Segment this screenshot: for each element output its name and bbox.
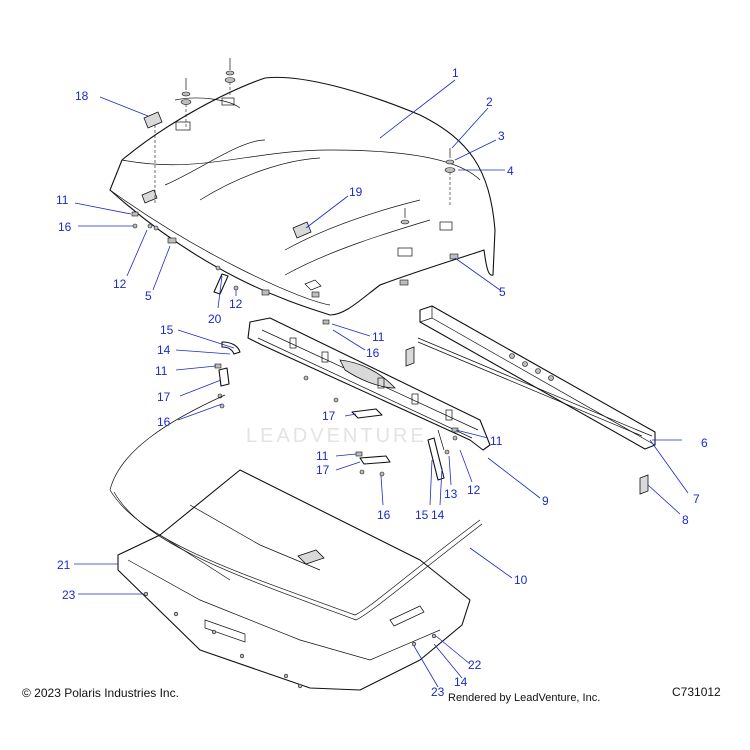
callout-14b: 14 — [431, 508, 445, 522]
callout-19: 19 — [349, 185, 363, 199]
callout-3: 3 — [498, 129, 505, 143]
plate-17-low — [359, 455, 391, 465]
cap-18 — [143, 111, 163, 129]
callout-11b: 11 — [372, 330, 385, 344]
callout-11a: 11 — [56, 193, 69, 207]
callout-15a: 15 — [160, 323, 174, 337]
link-15-left — [221, 341, 241, 355]
callout-4: 4 — [507, 164, 514, 178]
callout-5a: 5 — [145, 289, 152, 303]
diagram-code: C731012 — [672, 685, 721, 699]
callout-14a: 14 — [157, 343, 171, 357]
callout-labels: 1 2 3 4 5 5 6 7 8 9 10 11 11 11 11 11 12… — [56, 66, 708, 699]
callout-16b: 16 — [366, 346, 380, 360]
callout-17b: 17 — [322, 409, 336, 423]
callout-11e: 11 — [316, 449, 329, 463]
callout-7: 7 — [693, 492, 700, 506]
rail-6 — [419, 305, 656, 450]
callout-17a: 17 — [157, 390, 171, 404]
callout-12a: 12 — [113, 277, 127, 291]
roof-hardware — [131, 58, 459, 286]
seal-7 — [417, 337, 653, 437]
callout-16a: 16 — [58, 220, 72, 234]
callout-13: 13 — [444, 487, 458, 501]
callout-17c: 17 — [316, 463, 330, 477]
callout-10: 10 — [514, 573, 528, 587]
callout-18: 18 — [75, 89, 89, 103]
callout-8: 8 — [682, 513, 689, 527]
callout-14c: 14 — [454, 675, 468, 689]
copyright-text: © 2023 Polaris Industries Inc. — [22, 686, 179, 700]
cap-19 — [292, 221, 312, 239]
callout-16d: 16 — [377, 508, 391, 522]
plate-17-mid — [351, 408, 383, 419]
rendered-by-text: Rendered by LeadVenture, Inc. — [448, 692, 601, 704]
headliner-21 — [117, 469, 471, 691]
nuts-23 — [143, 591, 437, 689]
header-bracket — [247, 317, 491, 451]
callout-9: 9 — [542, 494, 549, 508]
leader-lines — [74, 79, 689, 688]
callout-11d: 11 — [490, 434, 503, 448]
callout-23a: 23 — [62, 588, 76, 602]
callout-20: 20 — [208, 312, 222, 326]
callout-1: 1 — [452, 66, 459, 80]
misc-hardware — [214, 319, 459, 477]
seal-10 — [109, 394, 481, 616]
cap-left — [141, 189, 158, 204]
plate-17-left — [218, 367, 230, 387]
block-8 — [639, 474, 649, 495]
callout-12b: 12 — [229, 297, 243, 311]
callout-2: 2 — [486, 95, 493, 109]
callout-11c: 11 — [155, 364, 168, 378]
roof-panel — [109, 76, 496, 316]
callout-23b: 23 — [431, 685, 445, 699]
callout-15b: 15 — [415, 508, 429, 522]
callout-16c: 16 — [157, 415, 171, 429]
callout-21: 21 — [57, 558, 71, 572]
link-15-right — [427, 437, 445, 481]
callout-12c: 12 — [467, 483, 481, 497]
callout-5b: 5 — [499, 285, 506, 299]
callout-22: 22 — [468, 658, 482, 672]
callout-6: 6 — [701, 436, 708, 450]
watermark: LEADVENTURE — [246, 425, 427, 447]
